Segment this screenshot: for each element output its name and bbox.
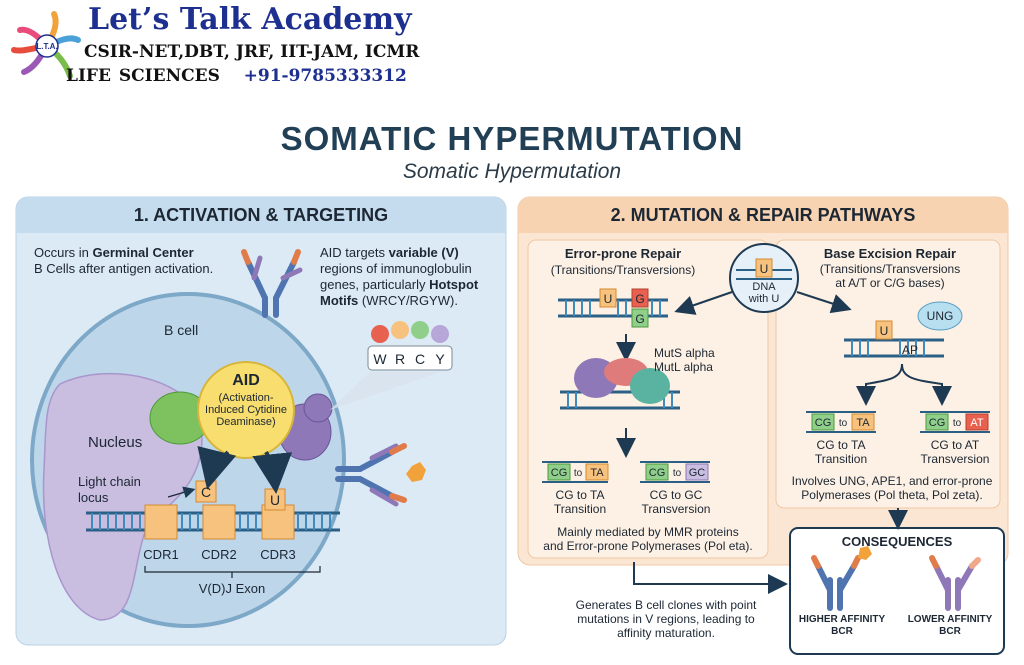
ber-heading: Base Excision Repair (823, 246, 957, 261)
svg-text:to: to (953, 418, 962, 429)
error-prone-subheading: (Transitions/Transversions) (550, 263, 696, 277)
aid-enzyme-icon (149, 361, 333, 494)
b-cell-label: B cell (164, 322, 199, 338)
low-affinity-bcr-icon (929, 555, 981, 611)
motif-c: C (415, 351, 425, 367)
aid-target-text: AID targets variable (V) regions of immu… (320, 245, 479, 308)
page-subtitle: Somatic Hypermutation (402, 160, 622, 183)
academy-contact: LIFE SCIENCES +91-9785333312 (66, 66, 407, 86)
svg-text:to: to (839, 418, 848, 429)
svg-text:TA: TA (590, 467, 604, 479)
high-affinity-bcr-icon (811, 546, 872, 611)
academy-emblem-icon: L.T.A. (11, 11, 81, 79)
b-cell-icon (30, 292, 346, 628)
academy-tagline: CSIR-NET,DBT, JRF, IIT-JAM, ICMR (84, 42, 420, 62)
vdj-dna-strand (86, 504, 340, 578)
dna-with-u-node (729, 243, 799, 313)
svg-text:TA: TA (856, 417, 870, 429)
antigen-icon (406, 462, 426, 482)
academy-phone: +91-9785333312 (243, 66, 407, 86)
mismatch-repair-complex-icon (560, 358, 680, 410)
outcome-strand-cg-gc-left (640, 461, 710, 483)
bcr-receptor-top-icon (241, 249, 303, 318)
base-c-label: C (201, 484, 211, 500)
outcome-strand-cg-ta-right (806, 411, 876, 433)
outcome-strand-cg-ta-left (542, 461, 609, 483)
svg-text:CG: CG (929, 417, 946, 429)
mismatch-dna-strand (558, 288, 668, 328)
svg-text:GC: GC (689, 467, 706, 479)
academy-subject: LIFE SCIENCES (66, 66, 220, 86)
academy-name: Let’s Talk Academy (88, 2, 412, 37)
cdr1-block (144, 504, 178, 540)
ung-label: UNG (927, 309, 954, 323)
aid-title: AID (232, 372, 260, 389)
ber-ap-site-strand (844, 301, 963, 358)
hotspot-motif-callout (330, 321, 453, 410)
svg-text:CG: CG (649, 467, 666, 479)
panel-activation-title: 1. ACTIVATION & TARGETING (133, 205, 389, 225)
error-prone-heading: Error-prone Repair (564, 246, 682, 261)
panel-repair-title: 2. MUTATION & REPAIR PATHWAYS (610, 205, 916, 225)
cdr3-block (261, 504, 295, 540)
cdr3-label: CDR3 (260, 547, 296, 562)
motif-y: Y (435, 351, 445, 367)
cdr2-block (202, 504, 236, 540)
consequences-title: CONSEQUENCES (841, 534, 953, 549)
svg-text:CG: CG (815, 417, 832, 429)
cdr2-label: CDR2 (201, 547, 237, 562)
mismatch-g2-label: G (635, 312, 644, 326)
ap-site-label: AP (902, 343, 918, 357)
mismatch-g-label: G (635, 292, 644, 306)
motif-w: W (373, 351, 387, 367)
ber-u-label: U (880, 324, 889, 338)
svg-text:AT: AT (970, 417, 984, 429)
vdj-exon-label: V(D)J Exon (198, 581, 266, 596)
cdr1-label: CDR1 (143, 547, 179, 562)
page-title: SOMATIC HYPERMUTATION (280, 120, 744, 157)
base-u-label: U (270, 492, 280, 508)
emblem-text: L.T.A. (36, 42, 57, 51)
motif-r: R (395, 351, 405, 367)
outcome-strand-cg-at-right (920, 411, 990, 433)
bcr-receptor-side-icon (335, 443, 426, 507)
svg-text:to: to (574, 468, 583, 479)
center-u-label: U (760, 262, 769, 276)
nucleus-label: Nucleus (88, 434, 143, 451)
mismatch-u-label: U (604, 292, 613, 306)
svg-text:CG: CG (551, 467, 568, 479)
svg-text:to: to (673, 468, 682, 479)
